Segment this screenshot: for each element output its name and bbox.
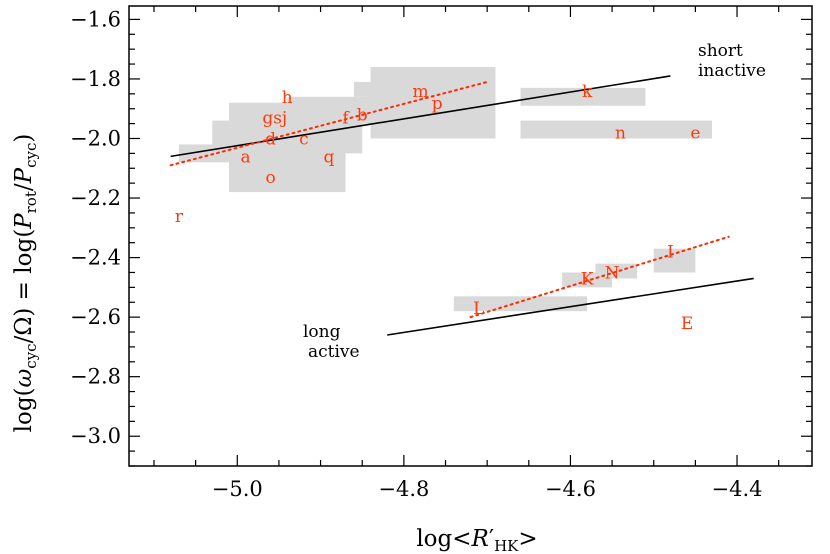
data-point-I: I [667,243,674,263]
data-point-r: r [175,207,184,227]
uncertainty-box-4 [287,96,379,109]
y-tick-label: −3.0 [70,424,121,448]
annotation-inactive: inactive [698,61,766,81]
x-tick-label: −5.0 [212,477,263,501]
branch-fit-line-0 [169,80,489,167]
x-tick-label: −4.8 [378,477,429,501]
plot-frame [128,5,813,467]
uncertainty-box-6 [353,81,413,97]
uncertainty-box-11 [595,263,638,279]
data-point-m: m [412,82,428,102]
uncertainty-box-7 [520,87,646,106]
data-point-c: c [299,129,309,149]
y-tick-label: −1.8 [70,67,121,91]
data-point-d: d [265,129,276,149]
annotation-short: short [698,41,743,61]
y-axis-title: log(ωcyc/Ω) = log(Prot/Pcyc) [11,134,40,433]
uncertainty-box-8 [520,120,713,139]
x-tick-label: −4.4 [712,477,763,501]
data-point-gsj: gsj [262,109,287,129]
y-tick-label: −2.2 [70,186,121,210]
data-point-N: N [605,263,620,283]
y-tick-label: −1.6 [70,7,121,31]
data-point-E: E [681,314,693,334]
data-point-f: f [342,109,350,129]
y-tick-label: −2.4 [70,246,121,270]
uncertainty-box-9 [453,296,588,312]
data-point-q: q [323,147,334,167]
uncertainty-box-3 [228,144,346,193]
uncertainty-box-2 [178,144,238,163]
data-point-p: p [432,94,443,114]
y-tick-label: −2.6 [70,305,121,329]
data-point-K: K [581,269,594,289]
data-point-n: n [615,124,626,144]
data-point-o: o [265,168,275,188]
x-tick-label: −4.6 [545,477,596,501]
uncertainty-box-12 [653,248,696,273]
annotation-long: long [303,322,341,342]
annotation-active: active [308,342,360,362]
uncertainty-boxes [178,67,713,312]
axis-ticks: −5.0 −4.8 −4.6 −4.4 −1.6 −1.8 −2.0 −2.2 −2.4 −2.6… [70,6,812,501]
fit-lines [169,75,754,336]
y-tick-label: −2.8 [70,365,121,389]
data-point-e: e [690,124,700,144]
uncertainty-box-5 [370,67,496,139]
data-point-h: h [282,88,293,108]
x-axis-title: log<R′HK> [416,526,537,554]
data-point-b: b [357,106,368,126]
fit-line-1 [387,277,754,336]
data-point-L: L [473,299,484,319]
y-tick-label: −2.0 [70,126,121,150]
data-point-a: a [241,147,251,167]
data-point-k: k [582,82,593,102]
